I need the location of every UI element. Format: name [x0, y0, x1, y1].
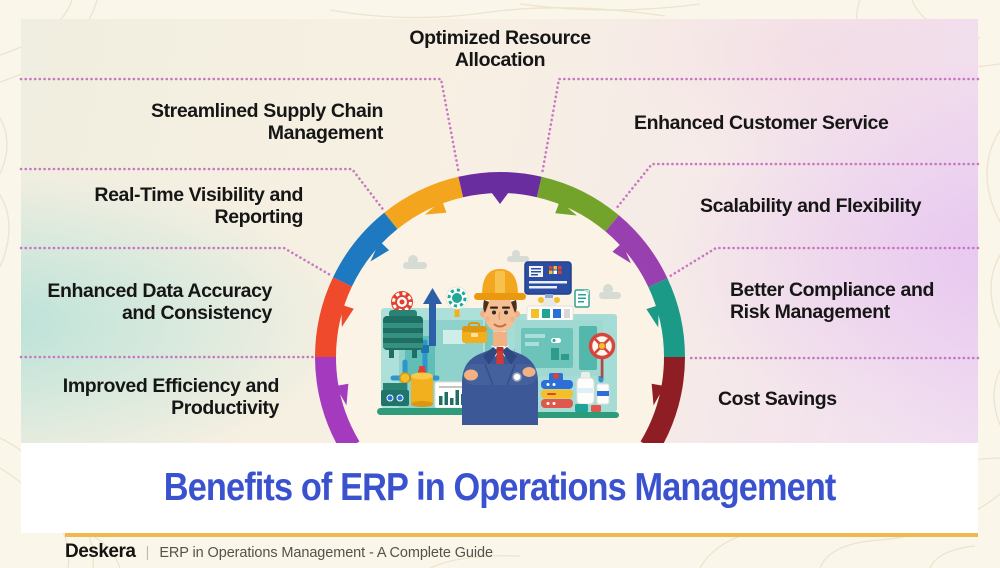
ring-segment-streamlined-supply-chain: [384, 176, 464, 230]
control-board: [509, 320, 603, 376]
hard-hat-icon: [474, 269, 526, 300]
neck: [493, 332, 507, 346]
head: [480, 296, 520, 332]
ring-segment-cost-savings: [640, 356, 685, 443]
ring-segment-optimized-resource-allocation: [458, 172, 542, 198]
pixel-chart: [549, 266, 562, 274]
brand-logo: Deskera: [65, 541, 136, 562]
dashboard-monitor: [524, 261, 572, 298]
engineer: [462, 269, 538, 425]
gear-badge-teal-icon: [445, 286, 469, 317]
boiler-cylinder: [411, 366, 433, 407]
ring-arrow-enhanced-data-accuracy: [341, 304, 354, 327]
benefit-label-enhanced-customer-service: Enhanced Customer Service: [634, 112, 889, 134]
ring-arrow-optimized-resource-allocation: [489, 190, 511, 204]
ring-segment-better-compliance: [648, 278, 685, 358]
ring-arrow-streamlined-supply-chain: [424, 200, 447, 215]
ring-arrow-real-time-visibility: [370, 241, 390, 262]
page-title: Benefits of ERP in Operations Management: [163, 466, 837, 509]
clouds-icon: [403, 250, 621, 299]
ring-arrow-better-compliance: [646, 305, 659, 328]
ring-segment-scalability-flexibility: [605, 215, 668, 288]
storage-containers: [541, 372, 610, 412]
ring-segment-improved-efficiency: [315, 356, 360, 443]
ground-platforms: [377, 408, 619, 418]
valve-wheel-icon: [588, 332, 616, 378]
control-machine: [381, 383, 409, 406]
ring-arrow-scalability-flexibility: [612, 242, 631, 264]
benefit-label-scalability-flexibility: Scalability and Flexibility: [700, 195, 922, 217]
watch-icon: [512, 372, 522, 382]
ring-arrow-improved-efficiency: [335, 383, 349, 406]
ring-arrow-enhanced-customer-service: [555, 201, 577, 216]
benefit-label-cost-savings: Cost Savings: [718, 388, 837, 410]
briefcase-icon: [462, 322, 487, 343]
footer-tagline: ERP in Operations Management - A Complet…: [159, 545, 493, 561]
ring-segment-enhanced-customer-service: [536, 176, 619, 232]
swatch-machine: [526, 297, 574, 322]
accent-divider-line: [65, 533, 978, 537]
up-arrow-icon: [423, 288, 442, 346]
ring-segment-real-time-visibility: [333, 212, 398, 287]
ring-segment-enhanced-data-accuracy: [315, 277, 353, 358]
title-band: Benefits of ERP in Operations Management: [21, 443, 978, 533]
crossed-arms: [463, 363, 537, 386]
footer: Deskera | ERP in Operations Management -…: [65, 541, 493, 563]
document-icon: [574, 289, 590, 308]
footer-separator: |: [145, 544, 150, 561]
ring-arrow-cost-savings: [651, 383, 665, 406]
storage-tank: [383, 310, 423, 358]
erp-factory-illustration: [377, 250, 621, 425]
